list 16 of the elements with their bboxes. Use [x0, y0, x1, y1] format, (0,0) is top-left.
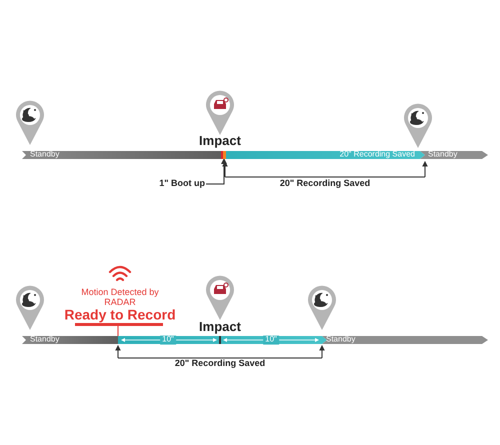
bar-label: Standby: [30, 150, 60, 160]
dimension-label: 20" Recording Saved: [280, 179, 370, 189]
event-label: Impact: [199, 320, 241, 334]
dimension-label: 10": [160, 336, 176, 344]
boot-segment: [221, 151, 226, 159]
dimension-label: 20" Recording Saved: [174, 359, 266, 369]
event-label: Impact: [199, 134, 241, 148]
callout-text: Motion Detected by RADAR: [80, 288, 160, 308]
bar-label: Standby: [326, 336, 356, 344]
leader-line: [206, 158, 227, 184]
bar-label: Standby: [30, 336, 60, 344]
callout-heading: Ready to Record: [64, 307, 176, 323]
bar-label: 20" Recording Saved: [340, 150, 415, 160]
dimension-label: 10": [263, 336, 279, 344]
bar-label: Standby: [428, 150, 458, 160]
callout-text: 1" Boot up: [159, 179, 205, 189]
